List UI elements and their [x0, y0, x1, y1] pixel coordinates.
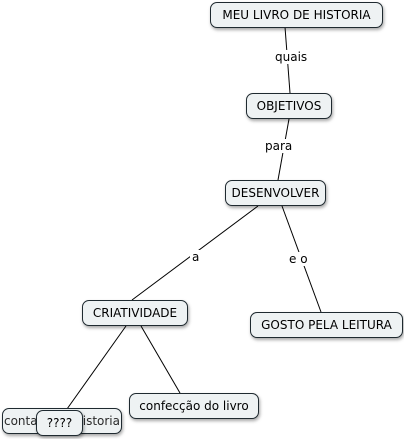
concept-interrogacao[interactable]: ????: [36, 410, 83, 436]
link-label-para: para: [263, 139, 295, 153]
link-label-e-o: e o: [287, 252, 310, 266]
concept-meu-livro-de-historia[interactable]: MEU LIVRO DE HISTORIA: [210, 2, 383, 28]
concept-objetivos[interactable]: OBJETIVOS: [246, 93, 332, 119]
concept-confeccao-do-livro[interactable]: confecção do livro: [129, 393, 259, 419]
link-label-a: a: [190, 250, 202, 264]
concept-gosto-pela-leitura[interactable]: GOSTO PELA LEITURA: [250, 312, 403, 338]
connector-criatividade-contando: [66, 325, 127, 410]
connector-criatividade-confeccao: [140, 325, 181, 394]
concept-criatividade[interactable]: CRIATIVIDADE: [82, 300, 188, 326]
concept-desenvolver[interactable]: DESENVOLVER: [225, 180, 326, 206]
link-label-quais: quais: [273, 50, 310, 64]
